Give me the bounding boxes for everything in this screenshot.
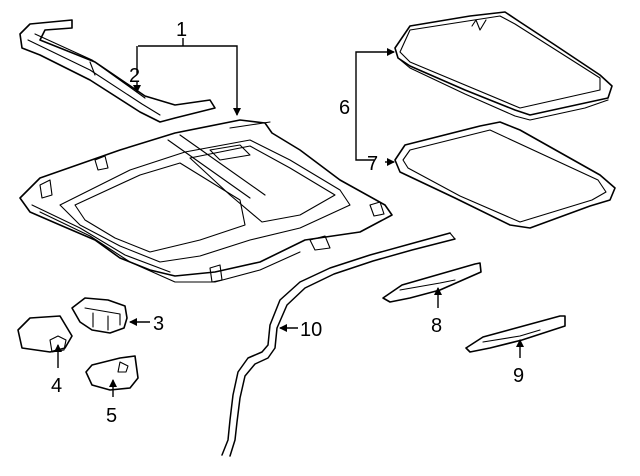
part-3-motor — [71, 297, 128, 334]
part-6-glass-panel — [394, 11, 613, 121]
part-10-drain-hose — [221, 232, 456, 457]
callout-6: 6 — [339, 97, 350, 119]
part-8-bracket — [382, 262, 482, 303]
callout-4: 4 — [51, 375, 62, 397]
callout-1: 1 — [176, 19, 187, 41]
callout-9: 9 — [513, 365, 524, 387]
part-7-seal — [394, 121, 616, 229]
callout-5: 5 — [106, 405, 117, 427]
part-5-bracket — [85, 355, 139, 391]
part-9-bracket — [465, 315, 566, 353]
callout-8: 8 — [431, 315, 442, 337]
callout-10: 10 — [300, 319, 322, 341]
callout-2: 2 — [129, 65, 140, 87]
part-4-module — [17, 315, 73, 353]
leader-lines — [54, 38, 524, 397]
callout-3: 3 — [153, 313, 164, 335]
part-1-frame — [19, 119, 393, 283]
part-2-rail — [19, 19, 216, 123]
callout-7: 7 — [367, 153, 378, 175]
